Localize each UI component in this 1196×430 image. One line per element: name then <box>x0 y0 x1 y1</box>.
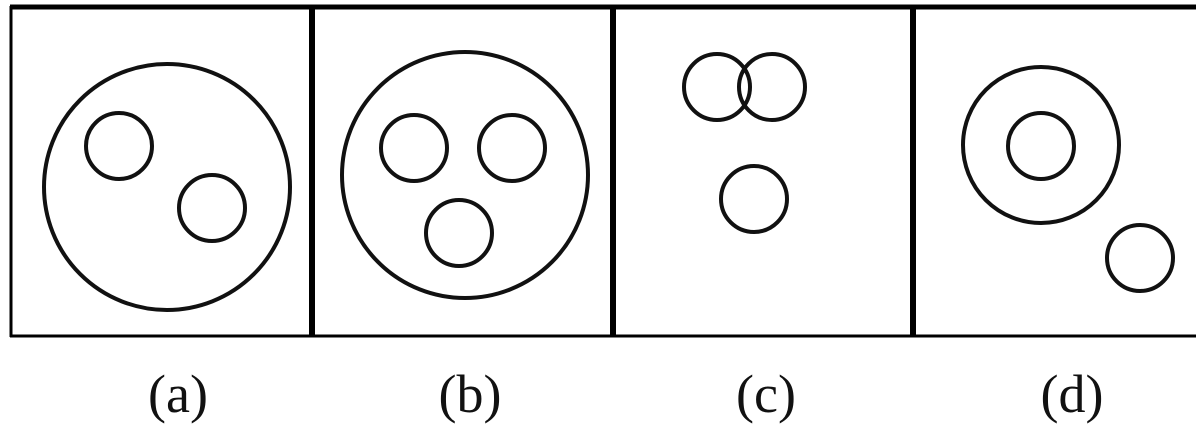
option-a-inner-circle-1 <box>84 111 154 181</box>
option-c-overlap-circle-2 <box>737 52 807 122</box>
option-c-label: (c) <box>736 364 796 424</box>
option-b-figure <box>340 50 590 300</box>
option-d-outer-circle <box>961 65 1121 225</box>
option-d-outside-circle <box>1105 223 1175 293</box>
option-b-label: (b) <box>439 364 502 424</box>
option-a-figure <box>42 62 292 312</box>
option-b-inner-circle-1 <box>379 113 449 183</box>
option-a-inner-circle-2 <box>177 173 247 243</box>
option-d-inner-circle <box>1006 111 1076 181</box>
option-d-figure <box>961 65 1175 293</box>
option-b-outer-circle <box>340 50 590 300</box>
option-d-label: (d) <box>1041 364 1104 424</box>
option-c-separate-circle <box>719 164 789 234</box>
option-c-figure <box>682 52 807 234</box>
option-c-overlap-circle-1 <box>682 52 752 122</box>
option-a-outer-circle <box>42 62 292 312</box>
options-frame <box>9 4 1196 338</box>
option-a-label: (a) <box>148 364 208 424</box>
option-b-inner-circle-2 <box>477 113 547 183</box>
option-b-inner-circle-3 <box>424 198 494 268</box>
